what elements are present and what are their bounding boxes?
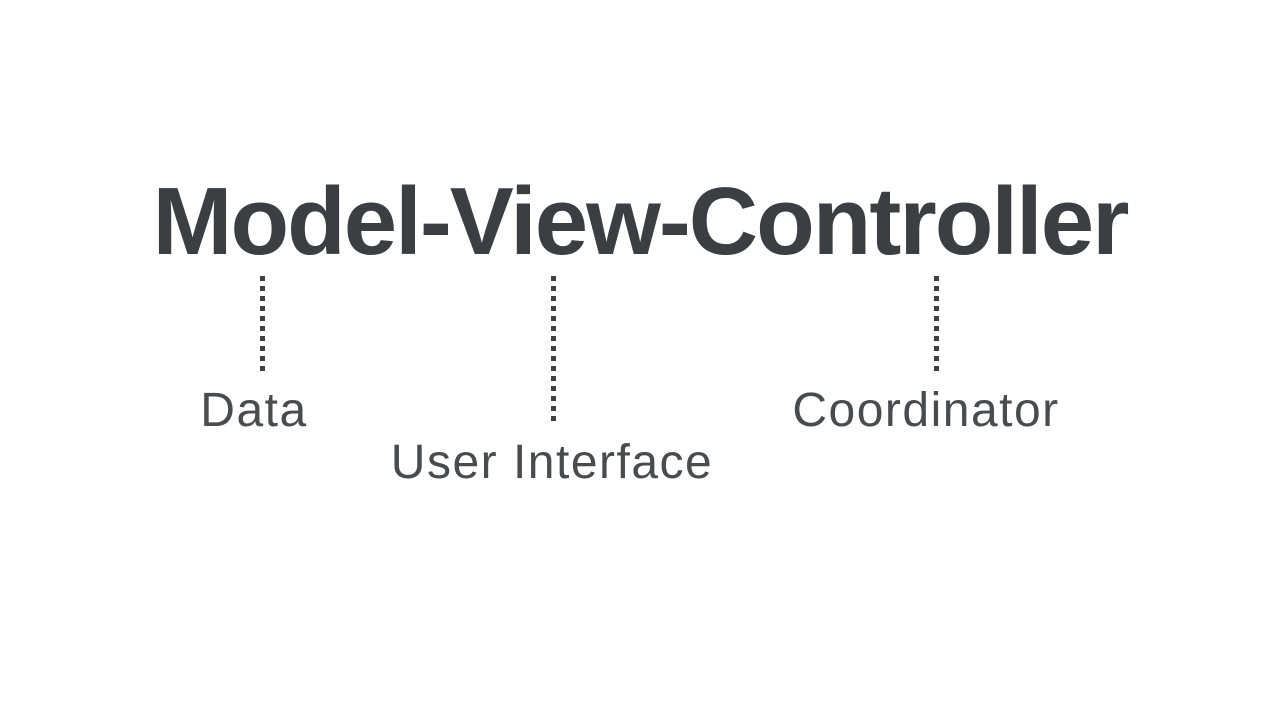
controller-connector-dotted-line [934, 276, 939, 371]
view-meaning-label: User Interface [390, 436, 714, 489]
model-meaning-label: Data [200, 384, 308, 437]
diagram-title: Model-View-Controller [152, 168, 1130, 275]
view-connector-dotted-line [551, 276, 556, 421]
controller-meaning-label: Coordinator [792, 384, 1060, 437]
model-connector-dotted-line [260, 276, 265, 371]
